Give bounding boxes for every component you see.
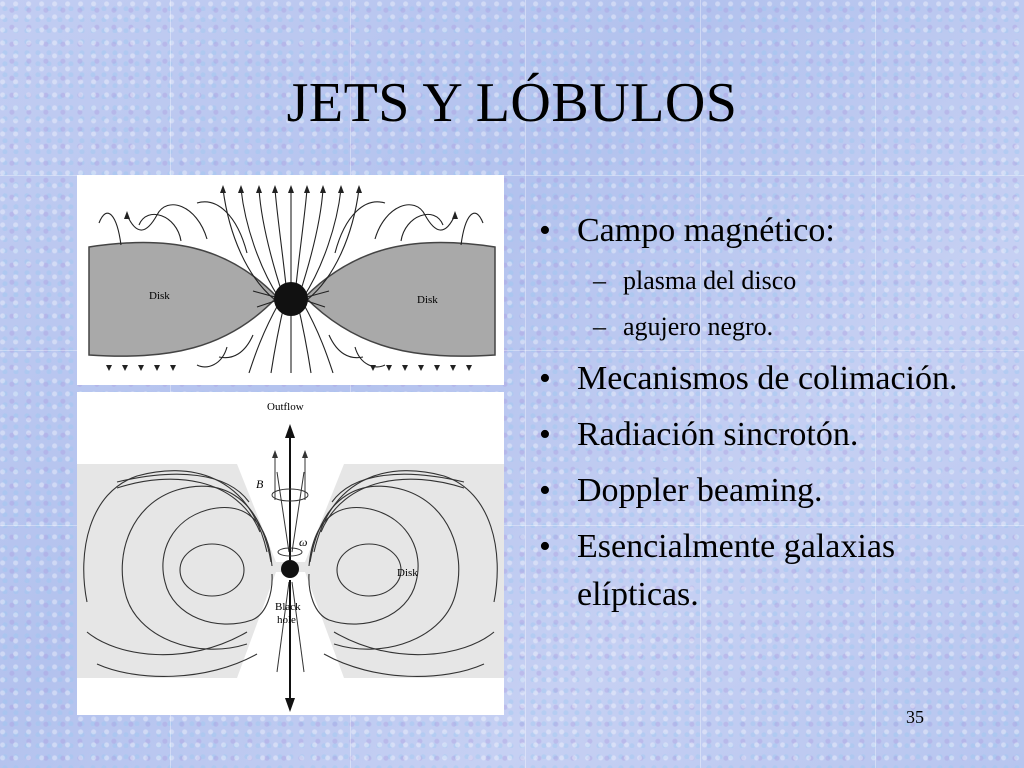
bg-grid-line bbox=[0, 175, 1024, 176]
outflow-diagram: Outflow B ω Disk Black hole bbox=[77, 401, 504, 712]
sub-bullet-text: agujero negro. bbox=[623, 312, 774, 341]
sub-bullet-item: – agujero negro. bbox=[537, 309, 997, 345]
bullet-dot-icon: • bbox=[539, 212, 551, 249]
bullet-text: Doppler beaming. bbox=[577, 472, 823, 509]
slide-title: JETS Y LÓBULOS bbox=[286, 72, 738, 134]
right-disk-label: Disk bbox=[417, 294, 438, 306]
outflow-black-hole-figure: Outflow B ω Disk Black hole bbox=[77, 392, 504, 715]
disk-label: Disk bbox=[397, 567, 418, 579]
bullet-item: • Mecanismos de colimación. bbox=[537, 355, 997, 403]
dash-icon: – bbox=[593, 266, 606, 295]
left-disk-label: Disk bbox=[149, 290, 170, 302]
bullet-dot-icon: • bbox=[539, 528, 551, 565]
magnetic-field-disk-figure: Disk Disk bbox=[77, 175, 504, 385]
bg-grid-line bbox=[875, 0, 876, 768]
bg-grid-line bbox=[0, 350, 1024, 351]
black-hole-label-line1: Black bbox=[275, 601, 301, 613]
bg-grid-line bbox=[700, 0, 701, 768]
black-hole-dot bbox=[281, 560, 299, 578]
bullet-text: Mecanismos de colimación. bbox=[577, 360, 958, 397]
bullet-dot-icon: • bbox=[539, 360, 551, 397]
bullet-dot-icon: • bbox=[539, 416, 551, 453]
bg-grid-line bbox=[0, 525, 1024, 526]
page-number: 35 bbox=[906, 707, 924, 727]
sub-bullet-item: – plasma del disco bbox=[537, 263, 997, 299]
bg-grid-line bbox=[525, 0, 526, 768]
b-field-label: B bbox=[256, 477, 264, 491]
bullet-list: • Campo magnético: – plasma del disco – … bbox=[537, 207, 997, 627]
bullet-item: • Doppler beaming. bbox=[537, 467, 997, 515]
magnetic-field-diagram: Disk Disk bbox=[88, 185, 496, 374]
black-hole-dot bbox=[274, 282, 308, 316]
bullet-text: Campo magnético: bbox=[577, 212, 835, 249]
bullet-text: Esencialmente galaxias elípticas. bbox=[577, 528, 896, 613]
omega-label: ω bbox=[299, 535, 307, 549]
sub-bullet-text: plasma del disco bbox=[623, 266, 797, 295]
outflow-label: Outflow bbox=[267, 401, 304, 413]
bullet-text: Radiación sincrotón. bbox=[577, 416, 859, 453]
black-hole-label-line2: hole bbox=[277, 614, 296, 626]
bullet-item: • Radiación sincrotón. bbox=[537, 411, 997, 459]
dash-icon: – bbox=[593, 312, 606, 341]
bullet-item: • Esencialmente galaxias elípticas. bbox=[537, 523, 997, 619]
bullet-dot-icon: • bbox=[539, 472, 551, 509]
bullet-item: • Campo magnético: bbox=[537, 207, 997, 255]
